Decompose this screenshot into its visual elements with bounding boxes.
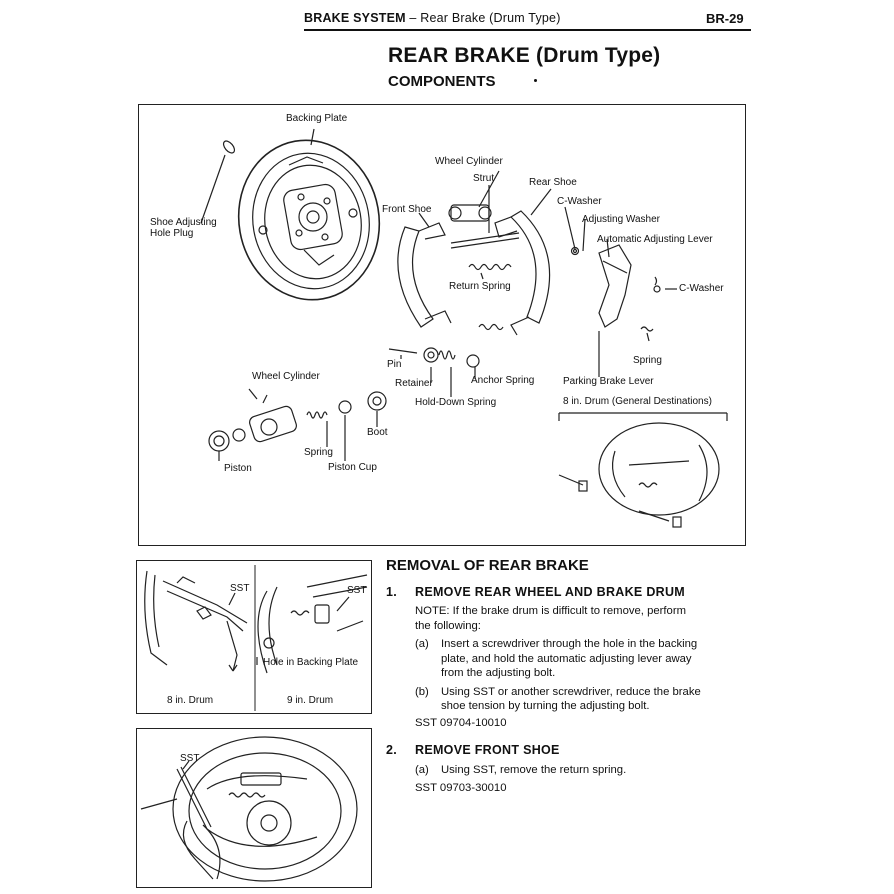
step2-substep-a-text: Using SST, remove the return spring. — [441, 764, 627, 776]
substep-b-label: (b) — [415, 686, 429, 698]
step2-number: 2. — [386, 743, 398, 757]
label-return-spring: Return Spring — [449, 281, 511, 292]
removal-heading: REMOVAL OF REAR BRAKE — [386, 557, 589, 574]
substep-b-line-2: shoe tension by turning the adjusting bo… — [441, 700, 650, 712]
label-boot: Boot — [367, 427, 388, 438]
removal-9in-drum-label: 9 in. Drum — [287, 695, 334, 706]
substep-a-line-2: plate, and hold the automatic adjusting … — [441, 653, 692, 665]
sst-number-2: SST 09703-30010 — [415, 782, 507, 794]
substep-a-line-3: from the adjusting bolt. — [441, 667, 556, 679]
label-shoe-adjusting: Shoe Adjusting — [150, 217, 217, 228]
header-dash: – — [409, 11, 417, 25]
backing-plate-drawing — [237, 139, 381, 301]
components-figure: Backing Plate Shoe Adjusting Hole Plug W… — [138, 104, 746, 546]
label-piston: Piston — [224, 463, 252, 474]
removal-figure: SST SST Hole in Backing Plate 8 in. Drum… — [136, 560, 372, 714]
label-anchor-spring: Anchor Spring — [471, 375, 535, 386]
header-rule — [304, 29, 751, 31]
note-line-1: NOTE: If the brake drum is difficult to … — [415, 605, 687, 617]
header-subsection: Rear Brake (Drum Type) — [420, 11, 561, 25]
label-automatic-adjusting-lever: Automatic Adjusting Lever — [597, 234, 713, 245]
removal-drawing — [144, 565, 368, 711]
label-piston-cup: Piston Cup — [328, 462, 377, 473]
substep-a-label: (a) — [415, 638, 429, 650]
substep-a-line-1: Insert a screwdriver through the hole in… — [441, 638, 698, 650]
label-c-washer-top: C-Washer — [557, 196, 602, 207]
page-number: BR-29 — [706, 11, 744, 26]
removal-sst-right-label: SST — [347, 585, 367, 596]
label-spring-left: Spring — [304, 447, 333, 458]
label-pin: Pin — [387, 359, 402, 370]
front-shoe-sst-label: SST — [180, 753, 200, 764]
label-wheel-cylinder-top: Wheel Cylinder — [435, 156, 503, 167]
label-rear-shoe: Rear Shoe — [529, 177, 577, 188]
page-title: REAR BRAKE (Drum Type) — [388, 44, 661, 67]
step1-number: 1. — [386, 585, 398, 599]
label-hole-plug: Hole Plug — [150, 228, 194, 239]
removal-8in-drum-label: 8 in. Drum — [167, 695, 214, 706]
components-subtitle: COMPONENTS — [388, 73, 496, 90]
running-header: BRAKE SYSTEM – Rear Brake (Drum Type) — [304, 11, 561, 25]
step2-title: REMOVE FRONT SHOE — [415, 743, 560, 757]
label-c-washer-right: C-Washer — [679, 283, 724, 294]
substep-b-line-1: Using SST or another screwdriver, reduce… — [441, 686, 701, 698]
components-drawing — [200, 128, 728, 528]
label-8in-drum-general: 8 in. Drum (General Destinations) — [563, 396, 712, 407]
front-shoe-drawing — [140, 736, 358, 882]
step1-title: REMOVE REAR WHEEL AND BRAKE DRUM — [415, 585, 686, 599]
note-line-2: the following: — [415, 620, 481, 632]
stray-dot — [534, 79, 537, 82]
label-wheel-cylinder-left: Wheel Cylinder — [252, 371, 320, 382]
label-backing-plate: Backing Plate — [286, 113, 348, 124]
label-front-shoe: Front Shoe — [382, 204, 432, 215]
header-section: BRAKE SYSTEM — [304, 11, 406, 25]
removal-sst-left-label: SST — [230, 583, 250, 594]
label-strut: Strut — [473, 173, 495, 184]
front-shoe-figure: SST — [136, 728, 372, 888]
label-hold-down-spring: Hold-Down Spring — [415, 397, 497, 408]
label-parking-brake-lever: Parking Brake Lever — [563, 376, 654, 387]
removal-hole-label: Hole in Backing Plate — [263, 657, 359, 668]
step2-substep-a-label: (a) — [415, 764, 429, 776]
label-adjusting-washer: Adjusting Washer — [582, 214, 660, 225]
label-spring: Spring — [633, 355, 662, 366]
sst-number-1: SST 09704-10010 — [415, 717, 507, 729]
label-retainer: Retainer — [395, 378, 433, 389]
